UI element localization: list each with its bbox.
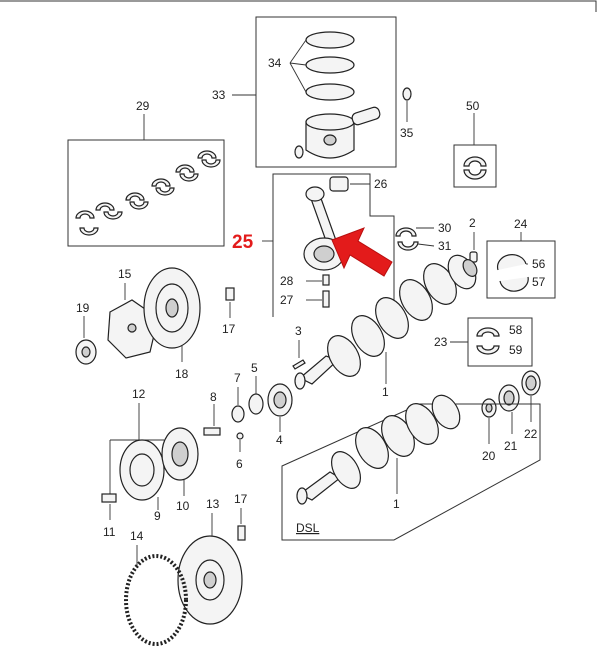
label-28: 28: [280, 274, 294, 288]
label-19: 19: [76, 301, 90, 315]
thrust-washer-group: 24 56 57: [486, 217, 556, 299]
label-20: 20: [482, 449, 496, 463]
main-bearing-group: 29: [67, 99, 225, 247]
bearing-23-box: [467, 317, 533, 367]
label-29: 29: [136, 99, 150, 113]
label-4: 4: [276, 433, 283, 447]
thrust-washer-box: [486, 240, 556, 299]
label-50: 50: [466, 99, 480, 113]
label-23: 23: [434, 335, 448, 349]
red-arrow-icon: [331, 227, 393, 277]
bearing-23-group: 23 58 59: [434, 317, 533, 367]
snap-ring-35: [402, 87, 412, 101]
label-24: 24: [514, 217, 528, 231]
connecting-rod-box: [272, 173, 395, 317]
label-6: 6: [236, 457, 243, 471]
main-bearing-box: [67, 139, 225, 247]
pilot-bearing-group: 20 21 22: [481, 370, 541, 463]
pin-6: [236, 432, 244, 440]
ring-gear-14: [124, 554, 188, 646]
label-12: 12: [132, 387, 146, 401]
label-5: 5: [251, 361, 258, 375]
label-17a: 17: [222, 322, 236, 336]
label-22: 22: [524, 427, 538, 441]
top-border: [0, 0, 597, 12]
bolt-17a: [225, 287, 235, 301]
label-9: 9: [154, 509, 161, 523]
label-3: 3: [295, 324, 302, 338]
bearing-50-box: [453, 144, 497, 188]
label-31: 31: [438, 239, 452, 253]
bolt-11: [101, 493, 117, 503]
piston-group: 33 34 35: [212, 16, 414, 168]
label-11: 11: [103, 525, 116, 539]
bearing-shells: [75, 150, 221, 236]
rod-bearing-upper: [395, 227, 417, 237]
label-56: 56: [532, 257, 546, 271]
label-1b: 1: [393, 497, 400, 511]
label-30: 30: [438, 221, 452, 235]
bolt-17b: [237, 525, 246, 541]
label-18: 18: [175, 367, 189, 381]
bolt-8: [203, 427, 221, 436]
piston-ring-2: [305, 56, 355, 74]
piston-ring-3: [305, 83, 355, 101]
gear-key: [292, 359, 306, 370]
crankshaft-dsl-group: 1 DSL: [281, 394, 541, 541]
label-27: 27: [280, 293, 294, 307]
drive-plate-group: 15 18 19 17: [75, 267, 236, 381]
bearing-50-group: 50: [453, 99, 497, 188]
crank-webs: [327, 254, 478, 377]
label-8: 8: [210, 390, 217, 404]
label-58: 58: [509, 323, 523, 337]
label-13: 13: [206, 497, 220, 511]
label-21: 21: [504, 439, 518, 453]
label-2: 2: [469, 216, 476, 230]
label-15: 15: [118, 267, 132, 281]
snap-ring: [294, 145, 304, 159]
label-57: 57: [532, 275, 546, 289]
rod-bearing-lower: [397, 241, 419, 251]
flywheel-ring-gear-group: 13 17 14: [124, 492, 248, 646]
rod-nut: [322, 274, 330, 286]
label-59: 59: [509, 343, 523, 357]
rod-bearing-group: 30 31: [395, 221, 452, 253]
piston-pin: [351, 106, 381, 126]
washer-5: [248, 393, 264, 415]
label-17b: 17: [234, 492, 248, 506]
label-26: 26: [374, 177, 388, 191]
crankshaft-upper: 1: [294, 254, 478, 399]
label-7: 7: [234, 371, 241, 385]
piston-box: [255, 16, 397, 168]
label-34: 34: [268, 56, 282, 70]
spacer-7: [231, 405, 245, 423]
label-14: 14: [130, 529, 144, 543]
label-1a: 1: [382, 385, 389, 399]
label-25: 25: [232, 232, 254, 253]
label-33: 33: [212, 88, 226, 102]
connecting-rod-group: 25 26 28 27: [232, 173, 395, 317]
small-end-bushing: [329, 176, 349, 192]
rod-bolt: [322, 290, 330, 308]
damper-pulley-group: 12 9 10 11: [101, 387, 199, 539]
label-dsl: DSL: [296, 521, 320, 535]
timing-gear-group: 4 5 7 6 8: [203, 361, 293, 471]
piston-ring-1: [305, 31, 355, 49]
label-35: 35: [400, 126, 414, 140]
label-10: 10: [176, 499, 190, 513]
